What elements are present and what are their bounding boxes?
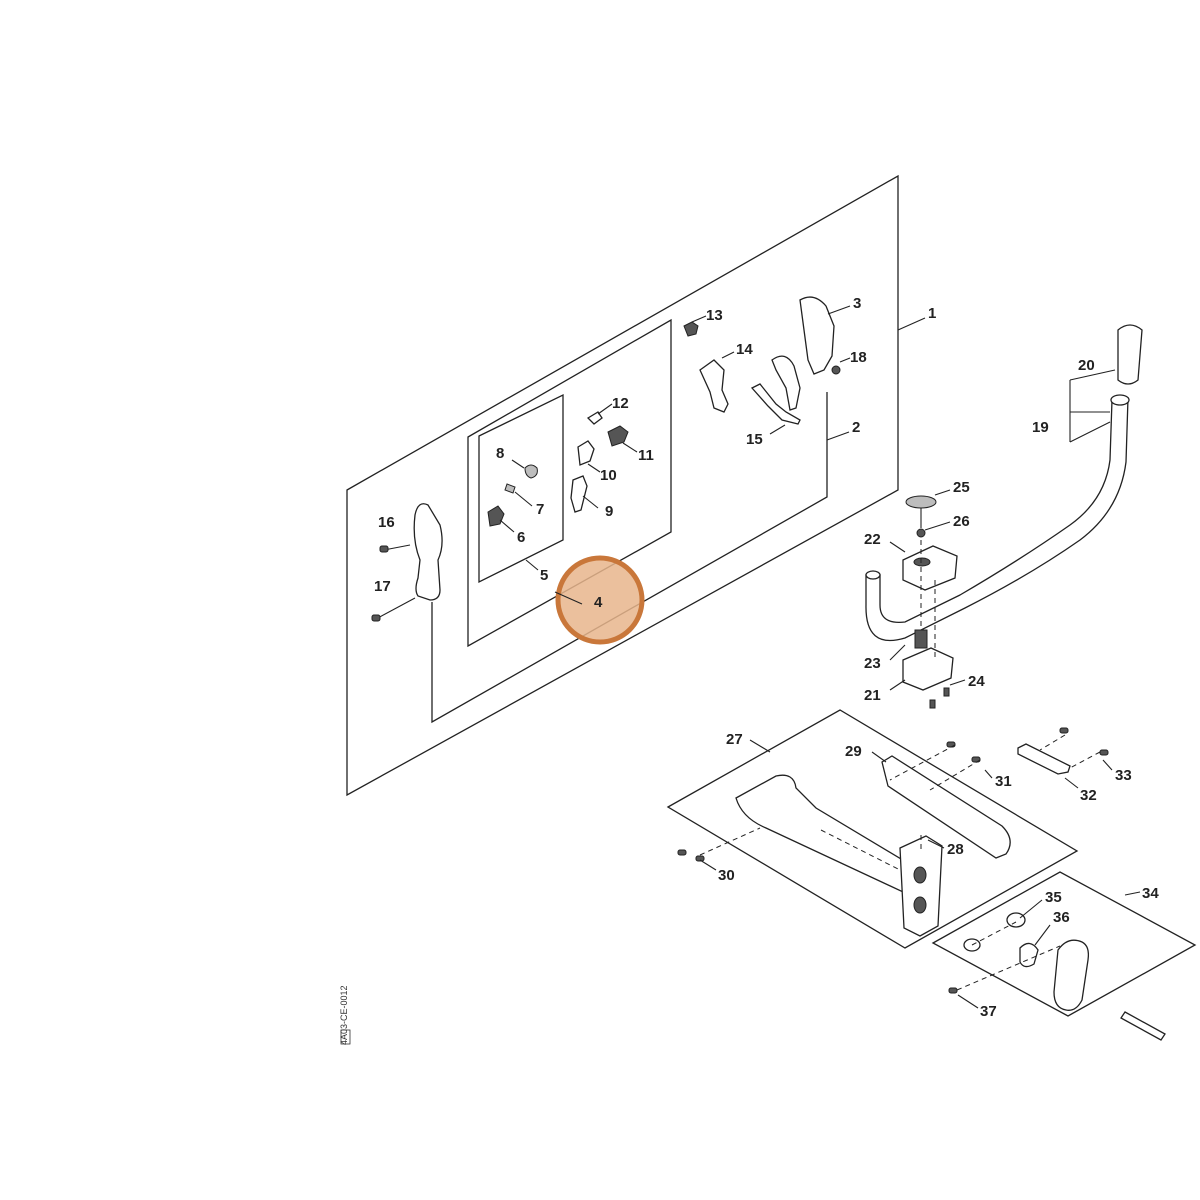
callout-14: 14 <box>736 341 753 358</box>
callout-13: 13 <box>706 307 723 324</box>
callout-31: 31 <box>995 773 1012 790</box>
callout-15: 15 <box>746 431 763 448</box>
callout-16: 16 <box>378 514 395 531</box>
side-code-label: 4A03-CE-0012 <box>339 985 349 1045</box>
nut-35-part <box>1006 912 1026 928</box>
handle-housing-left-part <box>413 503 443 601</box>
callout-19: 19 <box>1032 419 1049 436</box>
cap-13-part <box>683 321 699 337</box>
screw-30b-part <box>695 855 705 862</box>
assembly-frame-5 <box>467 318 672 648</box>
handlebar-end-left-part <box>865 570 881 580</box>
highlight-circle <box>555 555 645 645</box>
callout-33: 33 <box>1115 767 1132 784</box>
handlebar-19-part <box>865 397 1129 642</box>
handle-body-part <box>735 774 938 899</box>
callout-22: 22 <box>864 531 881 548</box>
clamp-hole-part <box>913 557 931 567</box>
screw-17-part <box>371 614 381 622</box>
callout-5: 5 <box>540 567 548 584</box>
callout-21: 21 <box>864 687 881 704</box>
strip-32-part <box>1017 743 1071 775</box>
screw-37-part <box>948 987 958 994</box>
callout-32: 32 <box>1080 787 1097 804</box>
callout-37: 37 <box>980 1003 997 1020</box>
grip-cover-part <box>1053 939 1090 1011</box>
callout-12: 12 <box>612 395 629 412</box>
callout-25: 25 <box>953 479 970 496</box>
callout-34: 34 <box>1142 885 1159 902</box>
bracket-21-part <box>902 647 954 691</box>
callout-4: 4 <box>594 594 603 611</box>
screw-16-part <box>379 545 389 553</box>
grip-28-part <box>899 835 943 937</box>
spring-8-part <box>524 464 538 479</box>
callout-17: 17 <box>374 578 391 595</box>
assembly-frame-1 <box>346 174 899 797</box>
callout-29: 29 <box>845 743 862 760</box>
lever-15-part <box>750 383 801 425</box>
lever-9-part <box>570 475 588 513</box>
washer-26-part <box>916 528 926 538</box>
side-code-box <box>340 1029 351 1045</box>
clip-36-part <box>1019 942 1039 968</box>
assembly-frame-inner <box>478 393 564 584</box>
callout-7: 7 <box>536 501 544 518</box>
callout-35: 35 <box>1045 889 1062 906</box>
screw-31a-part <box>946 741 956 748</box>
bracket-6-part <box>487 505 505 527</box>
handlebar-end-part <box>1110 394 1130 406</box>
knob-25-part <box>905 495 937 509</box>
grip-20-part <box>1117 324 1143 385</box>
callout-8: 8 <box>496 445 504 462</box>
callout-23: 23 <box>864 655 881 672</box>
callout-9: 9 <box>605 503 613 520</box>
callout-1: 1 <box>928 305 936 322</box>
callout-26: 26 <box>953 513 970 530</box>
callout-2: 2 <box>852 419 860 436</box>
screw-33-part <box>1099 749 1109 756</box>
callout-3: 3 <box>853 295 861 312</box>
callout-11: 11 <box>638 447 654 464</box>
throttle-3-part <box>799 296 835 375</box>
callout-18: 18 <box>850 349 867 366</box>
screw-30a-part <box>677 849 687 856</box>
grip-hole-2 <box>913 896 927 914</box>
callout-28: 28 <box>947 841 964 858</box>
assembly-frame-2 <box>431 392 828 724</box>
callout-27: 27 <box>726 731 743 748</box>
assembly-frame-34 <box>931 871 1197 1017</box>
lever-10-part <box>577 440 595 466</box>
callout-24: 24 <box>968 673 985 690</box>
clip-11-part <box>607 425 629 447</box>
assembly-frame-27 <box>666 709 1079 949</box>
callout-6: 6 <box>517 529 525 546</box>
callout-20: 20 <box>1078 357 1095 374</box>
screw-18-part <box>831 365 841 375</box>
callout-36: 36 <box>1053 909 1070 926</box>
rod-part <box>1120 1011 1166 1041</box>
spring-7-part <box>504 483 516 494</box>
screw-24-part <box>943 687 950 697</box>
pin-12-part <box>586 411 603 425</box>
screw-21-part <box>929 699 936 709</box>
callout-30: 30 <box>718 867 735 884</box>
spring-23-part <box>914 629 928 649</box>
callout-10: 10 <box>600 467 617 484</box>
shell-29-part <box>881 755 1011 859</box>
cable-lever-part <box>771 355 801 411</box>
clamp-22-part <box>902 545 958 591</box>
trigger-14-part <box>699 359 729 413</box>
grip-hole-1 <box>913 866 927 884</box>
screw-32top-part <box>1059 727 1069 734</box>
